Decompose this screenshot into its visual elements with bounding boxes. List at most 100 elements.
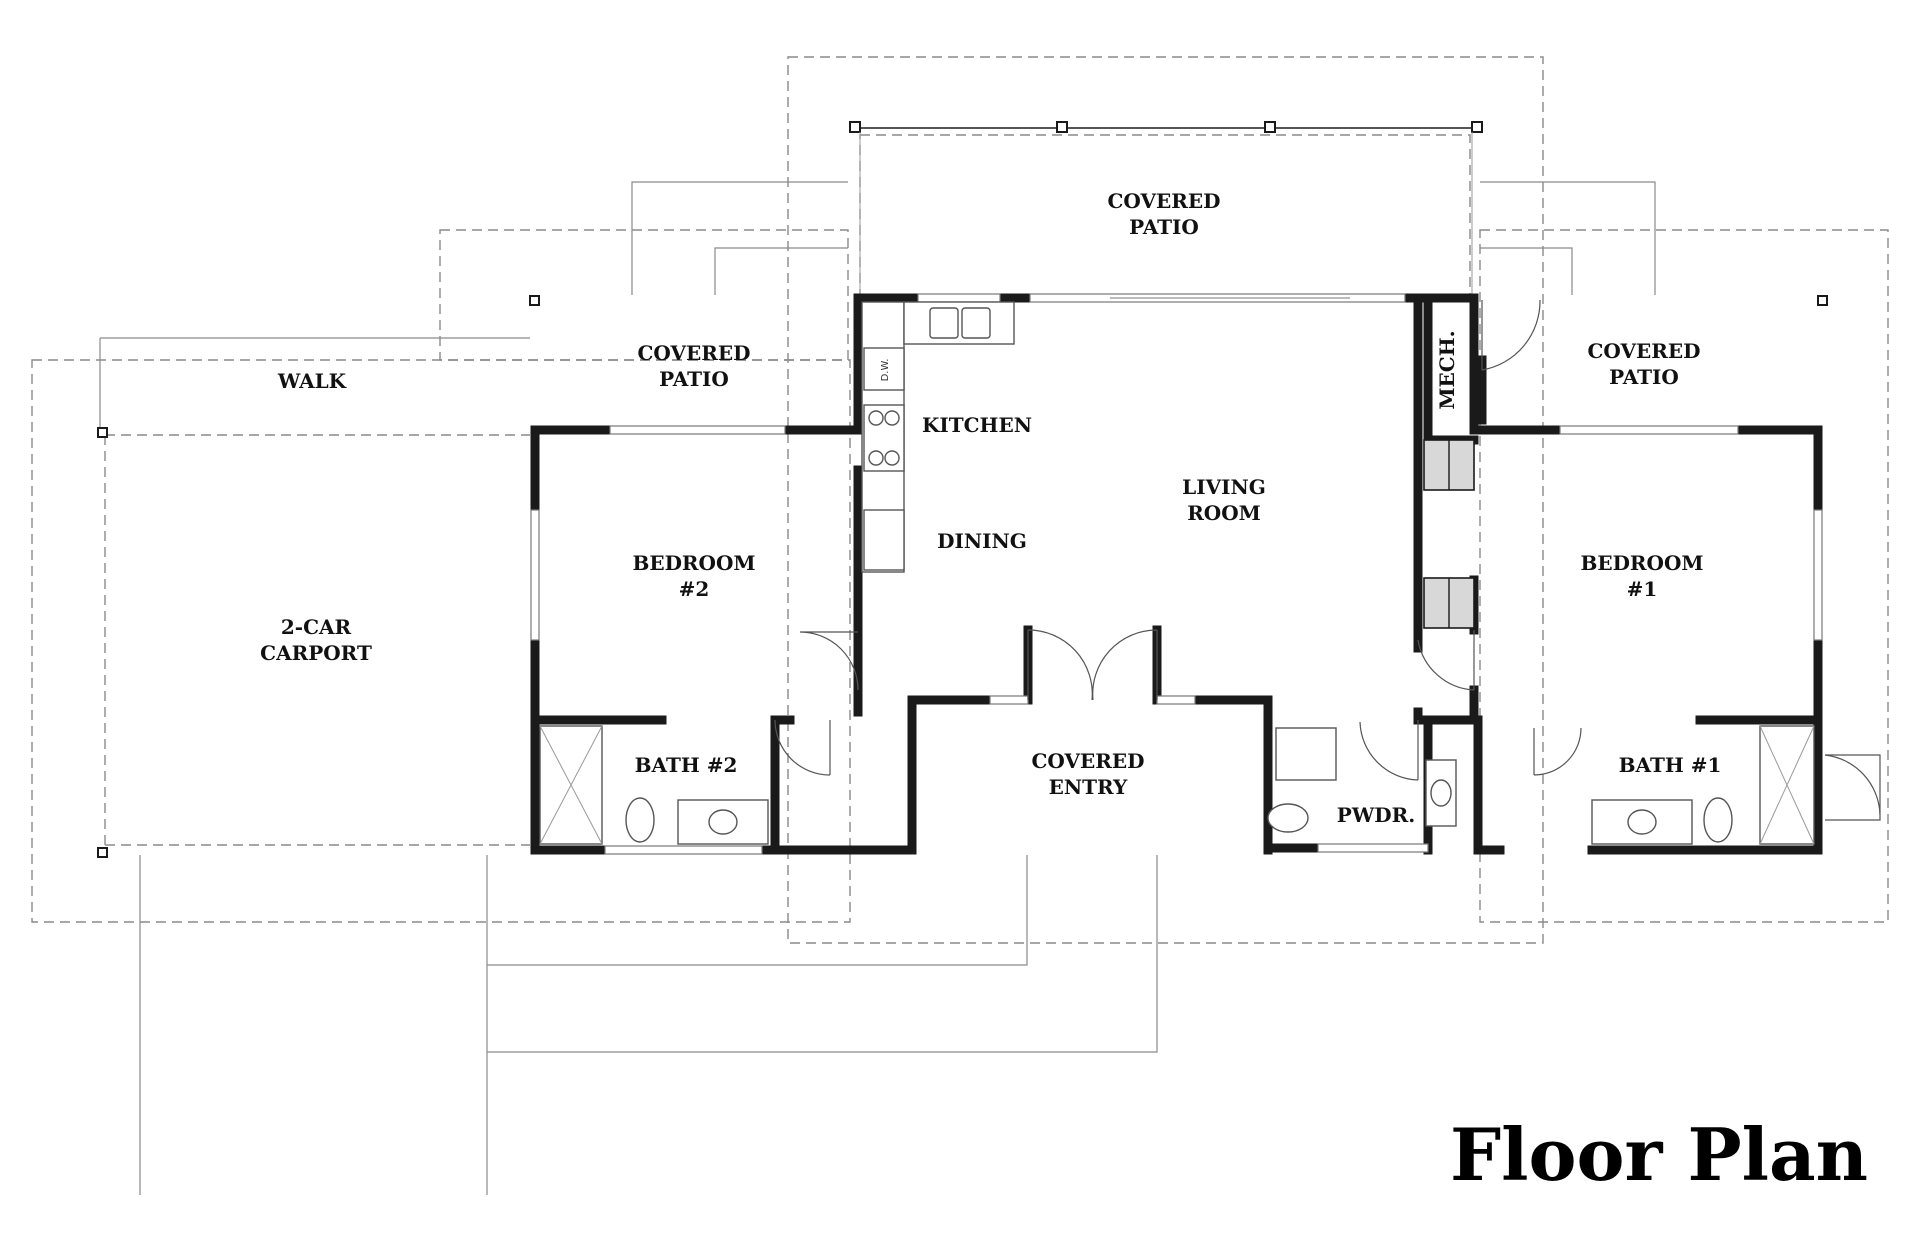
powder-washer — [1275, 727, 1337, 781]
post — [97, 427, 108, 438]
shower-diagonal — [539, 725, 603, 845]
bath2-sink — [708, 809, 738, 835]
powder-window — [1317, 843, 1429, 853]
shower-diagonal — [1759, 725, 1815, 845]
bath2-window — [604, 845, 763, 855]
post — [97, 847, 108, 858]
label-covered-patio-left-2: PATIO — [659, 367, 729, 391]
kitchen-window — [917, 293, 1001, 303]
bath1-door — [1533, 727, 1582, 776]
label-bedroom-2-1: BEDROOM — [632, 551, 755, 575]
label-bath-1: BATH #1 — [1619, 753, 1722, 777]
dishwasher — [863, 347, 905, 391]
burner — [884, 450, 900, 466]
entry-walk-line-b — [487, 855, 1158, 1053]
wall-bedroom2-northwest — [530, 425, 615, 515]
wall-bedroom1-south-west — [1413, 707, 1483, 725]
label-covered-patio-right-1: COVERED — [1588, 339, 1701, 363]
eave-line-right-inner — [1480, 247, 1573, 295]
label-covered-patio-top-2: PATIO — [1129, 215, 1199, 239]
post — [1056, 121, 1068, 133]
powder-door — [1359, 720, 1419, 781]
post — [1264, 121, 1276, 133]
label-covered-patio-right-2: PATIO — [1609, 365, 1679, 389]
wall-entry-west — [907, 695, 995, 717]
bedroom1-slider — [1559, 425, 1739, 435]
bath1-sink — [1627, 809, 1657, 835]
label-bedroom-1-2: #1 — [1627, 577, 1658, 601]
wall-bath2-south — [757, 695, 917, 855]
bedroom1-east-window — [1813, 509, 1823, 641]
label-living-room-2: ROOM — [1187, 501, 1261, 525]
label-dining: DINING — [937, 529, 1027, 553]
plan-title: Floor Plan — [1450, 1112, 1868, 1197]
label-covered-patio-left-1: COVERED — [638, 341, 751, 365]
wall-kitchen-north — [853, 293, 923, 435]
label-carport-2: CARPORT — [260, 641, 372, 665]
wall-bedroom2-southwest — [530, 635, 667, 725]
roofline-left-patio — [439, 229, 849, 361]
label-covered-patio-top-1: COVERED — [1108, 189, 1221, 213]
kitchen-counter-north — [903, 301, 1015, 345]
label-bedroom-1-1: BEDROOM — [1580, 551, 1703, 575]
bedroom2-west-window — [530, 509, 540, 641]
label-kitchen: KITCHEN — [922, 413, 1032, 437]
label-living-room-1: LIVING — [1182, 475, 1266, 499]
label-mech: MECH. — [1435, 330, 1459, 409]
site-lines — [99, 181, 1656, 1195]
sink-basin-left — [929, 307, 959, 339]
kitchen-fixtures: D.W. — [861, 301, 1015, 573]
eave-line-left-inner — [714, 247, 848, 295]
label-covered-entry-2: ENTRY — [1049, 775, 1128, 799]
bath2-door — [774, 719, 831, 776]
label-powder: PWDR. — [1337, 803, 1415, 827]
room-labels: COVERED PATIO COVERED PATIO COVERED PATI… — [260, 189, 1721, 827]
wall-bath1-west — [1473, 715, 1505, 855]
burner — [868, 410, 884, 426]
burner — [868, 450, 884, 466]
roofline-main — [787, 56, 1544, 944]
burner — [884, 410, 900, 426]
exterior-side-door-swing — [1824, 754, 1881, 816]
entry-side-light-right — [1156, 695, 1196, 705]
post — [849, 121, 861, 133]
eave-line-left-top — [631, 181, 848, 295]
entry-door-left — [1027, 629, 1093, 701]
bath1-toilet — [1703, 797, 1733, 843]
entry-side-light-left — [989, 695, 1029, 705]
bedroom1-door — [1417, 630, 1475, 691]
dishwasher-label: D.W. — [880, 359, 891, 382]
sink-basin-right — [961, 307, 991, 339]
post — [529, 295, 540, 306]
closet-piers — [1423, 439, 1475, 629]
doors — [774, 299, 1881, 821]
bedroom2-slider — [609, 425, 786, 435]
post — [1817, 295, 1828, 306]
wall-powder-south-a — [1263, 843, 1323, 855]
bath-fixtures — [539, 725, 1815, 845]
eave-line-right-top — [1480, 181, 1656, 295]
powder-sink — [1430, 779, 1452, 807]
windows — [530, 293, 1823, 855]
wall-bath1-south — [1587, 715, 1823, 855]
wall-bedroom1-southeast — [1695, 635, 1823, 725]
top-patio-structure — [97, 121, 1828, 858]
bedroom2-door — [799, 631, 859, 691]
bath2-toilet — [625, 797, 655, 843]
wall-bath2-west — [530, 715, 610, 855]
entry-walk-line-a — [487, 855, 1028, 966]
entry-door-right — [1092, 629, 1158, 701]
powder-toilet — [1267, 803, 1309, 833]
label-walk: WALK — [277, 369, 347, 393]
mech-door — [1481, 299, 1541, 371]
label-bath-2: BATH #2 — [635, 753, 738, 777]
label-carport-1: 2-CAR — [281, 615, 352, 639]
wall-entry-east — [1190, 695, 1273, 855]
wall-bedroom1-northeast — [1733, 425, 1823, 515]
refrigerator — [863, 509, 905, 571]
label-bedroom-2-2: #2 — [679, 577, 710, 601]
exterior-side-door — [1825, 754, 1881, 821]
post — [1471, 121, 1483, 133]
label-covered-entry-1: COVERED — [1032, 749, 1145, 773]
